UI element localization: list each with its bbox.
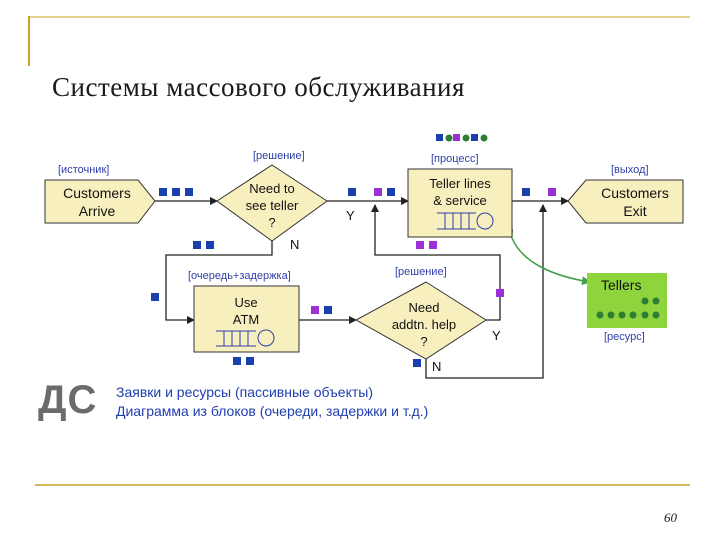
node-resource-label: Tellers (601, 277, 641, 293)
node-queue-shape (193, 285, 300, 353)
edge-decision1-no-to-queue (165, 241, 273, 324)
node-source: [источник] Customers Arrive (44, 164, 156, 224)
decision2-no-label: N (432, 359, 441, 374)
node-decision1-line3: ? (268, 215, 275, 230)
entity-tokens (151, 188, 556, 367)
edge-decision2-yes-to-process (371, 204, 501, 321)
node-resource-tag: [ресурс] (604, 331, 645, 343)
process-queue-icon (437, 212, 494, 230)
node-sink-line2: Exit (623, 203, 646, 219)
node-queue-line2: ATM (233, 312, 259, 327)
node-decision2-shape (354, 281, 487, 360)
decision2-yes-label: Y (492, 328, 501, 343)
decision1-yes-label: Y (346, 208, 355, 223)
node-decision1-shape (216, 164, 328, 242)
node-decision1: [решение] Need to see teller ? Y N (216, 150, 355, 252)
page-number: 60 (664, 510, 677, 525)
node-source-line2: Arrive (79, 203, 116, 219)
node-decision2-line3: ? (420, 334, 427, 349)
legend-line-2: Диаграмма из блоков (очереди, задержки и… (116, 403, 429, 419)
edge-tellers-resource-link (504, 228, 591, 286)
node-source-tag: [источник] (58, 164, 109, 176)
node-decision2-line2: addtn. help (392, 317, 456, 332)
legend-abbreviation: ДС (38, 378, 98, 422)
node-decision1-tag: [решение] (253, 150, 305, 162)
queue-queue-icon (216, 329, 275, 347)
node-resource: Tellers [ресурс] (587, 273, 667, 343)
node-process-line1: Teller lines (429, 176, 491, 191)
node-queue-tag: [очередь+задержка] (188, 270, 291, 282)
decision1-no-label: N (290, 237, 299, 252)
node-decision2-tag: [решение] (395, 266, 447, 278)
node-sink-shape (567, 179, 684, 224)
node-source-shape (44, 179, 156, 224)
node-decision2-line1: Need (408, 300, 439, 315)
node-process-tag: [процесс] (431, 153, 479, 165)
node-process: [процесс] Teller lines & service (407, 134, 513, 238)
resource-tokens (596, 297, 660, 319)
node-decision1-line1: Need to (249, 181, 295, 196)
node-source-line1: Customers (63, 185, 131, 201)
connectors (155, 197, 569, 379)
node-process-line2: & service (433, 193, 486, 208)
node-decision1-line2: see teller (246, 198, 299, 213)
process-resource-tokens (436, 134, 488, 142)
node-decision2: [решение] Need addtn. help ? Y N (354, 266, 501, 374)
node-process-shape (407, 168, 513, 238)
node-queue-line1: Use (234, 295, 257, 310)
legend-line-1: Заявки и ресурсы (пассивные объекты) (116, 384, 374, 400)
node-sink-tag: [выход] (611, 164, 649, 176)
slide-title: Системы массового обслуживания (52, 72, 465, 102)
edge-decision2-no-to-exit (425, 204, 547, 379)
node-sink-line1: Customers (601, 185, 669, 201)
node-sink: [выход] Customers Exit (567, 164, 684, 224)
node-queue: [очередь+задержка] Use ATM (188, 270, 300, 353)
